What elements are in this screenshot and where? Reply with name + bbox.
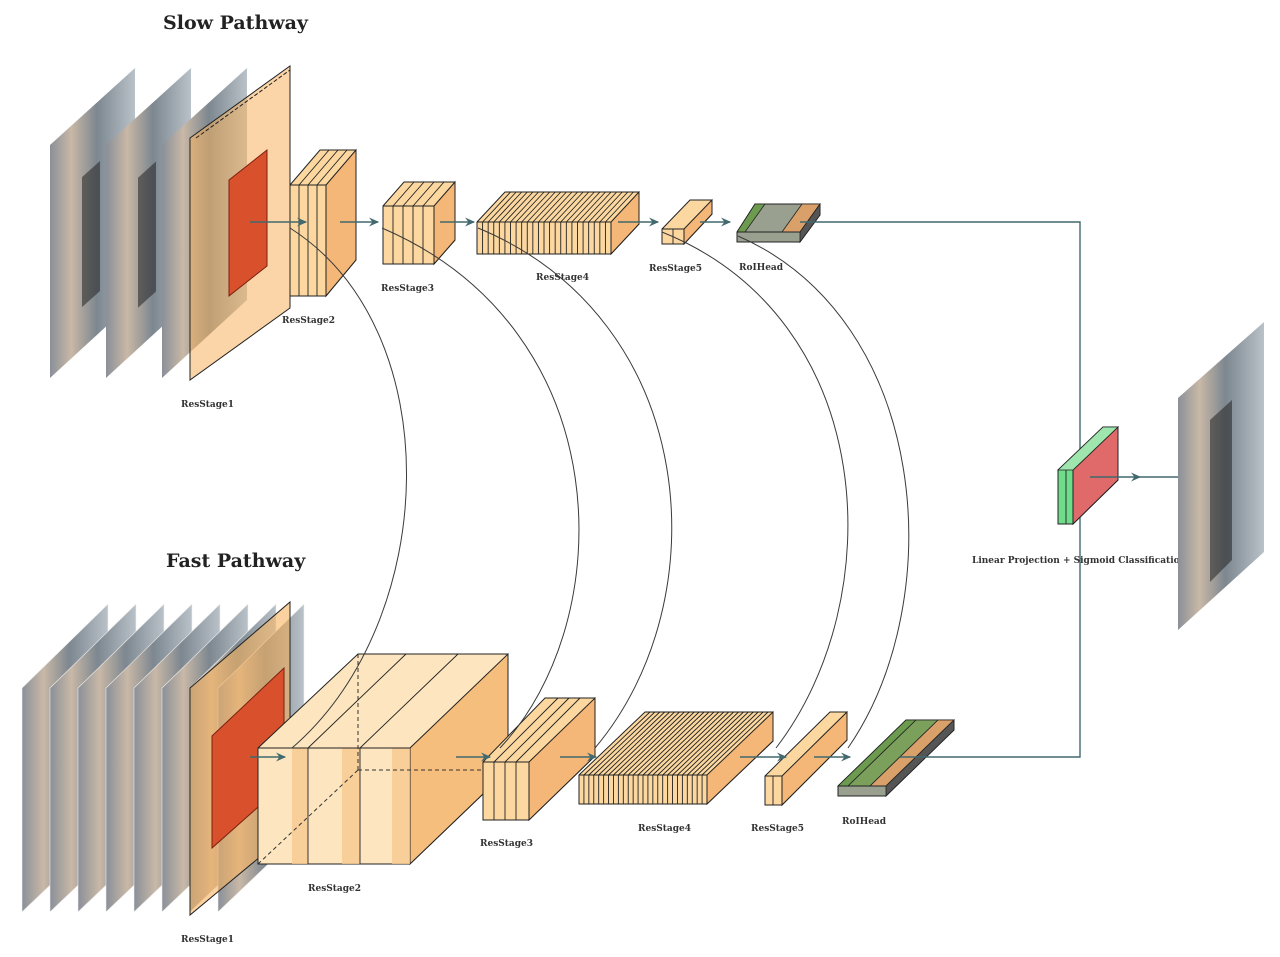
fast-roihead-block [837, 719, 955, 797]
slice-edge [543, 191, 573, 223]
fast-stage-label: ResStage1 [181, 935, 234, 945]
slow-resstage1-block [189, 65, 291, 381]
slow-resstage5-block [661, 198, 713, 246]
slow-stage-label: ResStage5 [649, 264, 702, 274]
slice-edge [588, 191, 617, 223]
slice-edge [637, 711, 705, 776]
slice-edge [686, 711, 754, 776]
slice-edge [588, 711, 656, 776]
slice-edge [493, 191, 523, 223]
slice-edge [549, 191, 578, 223]
slice-edge [672, 711, 739, 776]
slice-edge [632, 711, 700, 776]
slice-edge [599, 191, 629, 223]
slice-edge [677, 711, 744, 776]
slice-edge [701, 711, 769, 776]
lateral-connection [737, 235, 910, 749]
slice-edge [613, 711, 680, 776]
slow-resstage2-block [289, 148, 357, 298]
slow-resstage4-block [476, 190, 640, 256]
lateral-connection [477, 227, 673, 749]
slow-resstage3-block [382, 180, 456, 266]
slice-edge [499, 191, 528, 223]
slice-edge [526, 191, 556, 223]
slow-stage-label: ResStage3 [381, 284, 434, 294]
slice-edge [571, 191, 601, 223]
slice-edge [566, 191, 595, 223]
slow-roihead-block [736, 202, 821, 244]
slice-edge [583, 711, 651, 776]
slice-edge [662, 711, 730, 776]
slice-edge [521, 191, 550, 223]
fast-resstage5-block [764, 710, 848, 807]
slice-edge [667, 711, 734, 776]
fast-stage-label: ResStage4 [638, 824, 691, 834]
lateral-connection [381, 227, 580, 749]
slow-stage-label: ResStage4 [536, 273, 589, 283]
slice-edge [682, 711, 749, 776]
lateral-connections [289, 227, 910, 749]
output-frame [1178, 322, 1264, 630]
fast-flow-arrows [250, 470, 1081, 762]
slice-edge [642, 711, 710, 776]
slice-edge [627, 711, 695, 776]
slice-edge [657, 711, 725, 776]
slice-edge [603, 711, 670, 776]
fast-resstage3-block [482, 696, 596, 822]
slice-edge [482, 191, 511, 223]
slice-edge [622, 711, 690, 776]
slice-edge [582, 191, 612, 223]
slow-kernel [228, 148, 268, 298]
slice-edge [593, 711, 661, 776]
fast-stage-label: ResStage2 [308, 884, 361, 894]
video-frame-icon [1178, 322, 1264, 630]
slice-edge [647, 711, 715, 776]
slice-edge [554, 191, 584, 223]
fast-stage-label: ResStage3 [480, 839, 533, 849]
slice-edge [691, 711, 759, 776]
slice-edge [598, 711, 666, 776]
lateral-connection [661, 231, 849, 749]
slice-edge [618, 711, 685, 776]
fast-stage-label: RoIHead [842, 817, 887, 827]
slow-stage-label: ResStage1 [181, 400, 234, 410]
slice-edge [577, 191, 606, 223]
slow-stage-label: ResStage2 [282, 316, 335, 326]
slice-edge [593, 191, 623, 223]
slice-edge [696, 711, 764, 776]
classifier-block [1057, 425, 1119, 526]
fast-resstage2-block [257, 652, 509, 866]
slow-stage-label: RoIHead [739, 263, 784, 273]
lateral-connection [289, 227, 407, 749]
classifier-label: Linear Projection + Sigmoid Classificati… [972, 556, 1187, 566]
slice-edge [510, 191, 539, 223]
slice-edge [608, 711, 675, 776]
slice-edge [532, 191, 562, 223]
slow-flow-arrows [250, 217, 1081, 470]
fast-resstage4-block [578, 710, 774, 806]
fast-pathway-title: Fast Pathway [166, 550, 306, 572]
slice-edge [515, 191, 545, 223]
slow-input-frames [50, 68, 247, 378]
slice-edge [538, 191, 567, 223]
slice-edge [504, 191, 534, 223]
slice-edge [487, 191, 517, 223]
slow-pathway-title: Slow Pathway [163, 12, 309, 34]
slice-edge [605, 191, 634, 223]
slice-edge [652, 711, 720, 776]
slice-edge [560, 191, 590, 223]
fast-stage-label: ResStage5 [751, 824, 804, 834]
